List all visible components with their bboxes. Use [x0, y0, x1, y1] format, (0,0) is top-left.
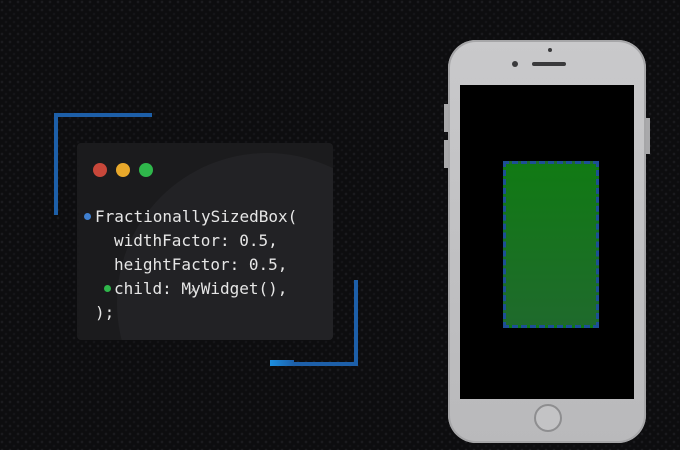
mouse-cursor-icon: ➚	[188, 285, 196, 300]
front-camera-icon	[512, 61, 518, 67]
code-line-3: heightFactor: 0.5,	[114, 255, 288, 274]
power-button[interactable]	[646, 118, 650, 154]
maximize-dot-icon	[139, 163, 153, 177]
code-line-5: );	[95, 303, 115, 322]
fractionally-sized-widget	[503, 161, 599, 328]
marker-icon	[104, 285, 111, 292]
frame-corner-bottom-right	[272, 280, 358, 366]
code-line-4: child: MyWidget(),	[114, 279, 288, 298]
phone-screen	[460, 85, 634, 399]
code-window: FractionallySizedBox( widthFactor: 0.5, …	[77, 143, 333, 340]
minimize-dot-icon	[116, 163, 130, 177]
volume-down-button[interactable]	[444, 140, 448, 168]
frame-corner-top-left	[54, 113, 152, 215]
earpiece-speaker	[532, 62, 566, 66]
volume-up-button[interactable]	[444, 104, 448, 132]
close-dot-icon	[93, 163, 107, 177]
code-line-1: FractionallySizedBox(	[95, 207, 298, 226]
home-button[interactable]	[534, 404, 562, 432]
code-line-2: widthFactor: 0.5,	[114, 231, 278, 250]
window-controls	[93, 163, 153, 177]
sensor-icon	[548, 48, 552, 52]
phone-mockup	[448, 40, 646, 443]
frame-corner-accent	[270, 360, 294, 366]
breakpoint-icon	[84, 213, 91, 220]
